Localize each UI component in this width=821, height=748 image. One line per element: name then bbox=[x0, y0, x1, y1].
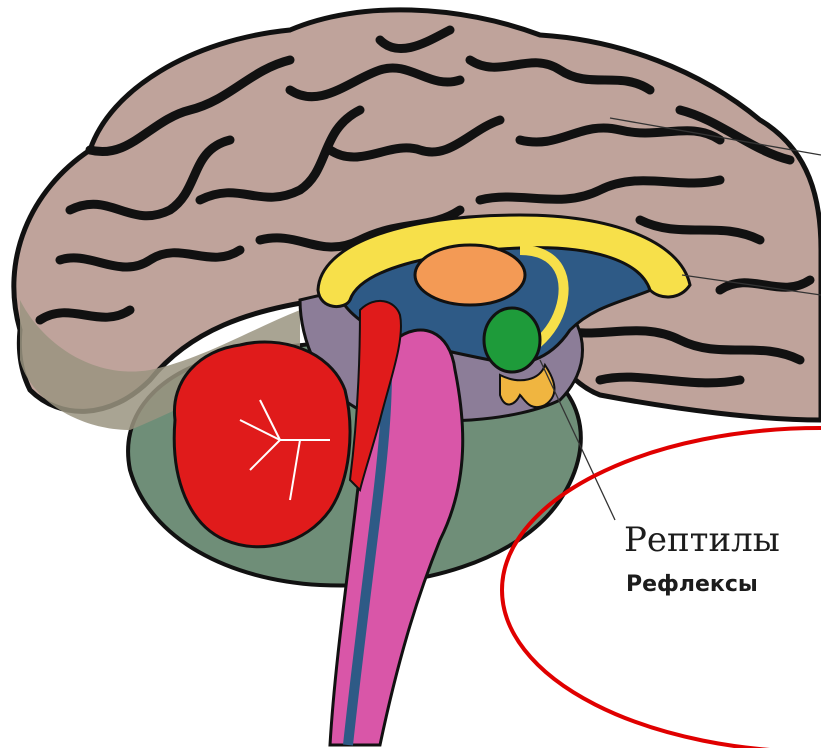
thalamus bbox=[415, 245, 525, 305]
hypothalamus bbox=[484, 308, 540, 372]
region-subtitle: Рефлексы bbox=[626, 572, 758, 597]
region-title: Рептилы bbox=[624, 520, 780, 560]
cerebellum bbox=[174, 342, 350, 547]
